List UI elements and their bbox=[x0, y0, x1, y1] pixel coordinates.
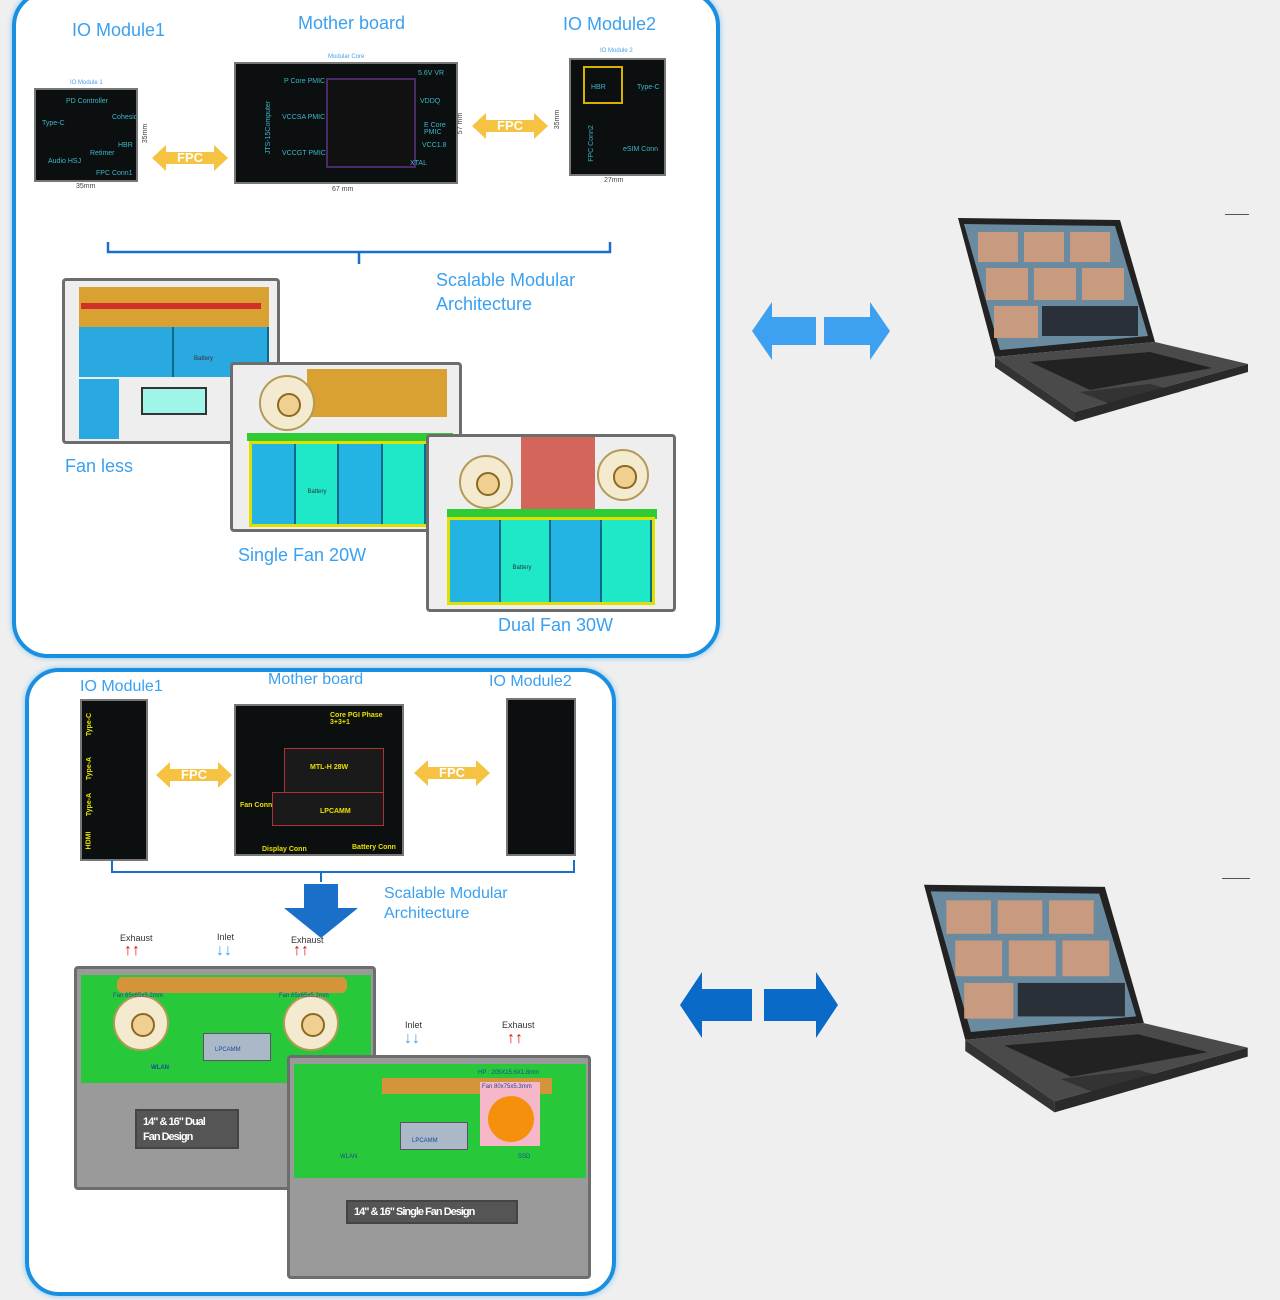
fanless-chassis: Battery bbox=[62, 278, 280, 444]
top-architecture-label: Architecture bbox=[436, 294, 533, 314]
single-fan-tag: 14" & 16" Single Fan Design bbox=[346, 1200, 518, 1224]
top-io-module2-label: IO Module2 bbox=[563, 14, 657, 34]
dash-bottom bbox=[1222, 878, 1250, 879]
bracket bbox=[106, 242, 612, 264]
top-io-module1-board: PD Controller Type-C Cohesic Audio HSJ R… bbox=[34, 88, 138, 182]
top-io-module2-board: HBR Type-C FPC Conn2 eSIM Conn bbox=[569, 58, 666, 176]
mb-height: 57 mm bbox=[457, 112, 465, 135]
io2-caption: IO Module 2 bbox=[600, 48, 633, 54]
io2-width: 27mm bbox=[604, 177, 624, 184]
inlet-arrows-1: ↓↓ bbox=[216, 942, 232, 959]
bottom-motherboard-board: Core PGI Phase 3+3+1 MTL-H 28W LPCAMM Di… bbox=[234, 704, 404, 856]
inlet-arrows-2: ↓↓ bbox=[404, 1030, 420, 1047]
exhaust-arrows-3: ↑↑ bbox=[507, 1030, 523, 1047]
dash-top bbox=[1225, 214, 1249, 215]
bottom-io-module1-board: Type-C Type-A Type-A HDMI bbox=[80, 699, 148, 861]
io1-width: 35mm bbox=[76, 183, 96, 190]
laptop-top bbox=[958, 218, 1248, 422]
inlet-label-1: Inlet bbox=[217, 932, 235, 942]
exhaust-label-2: Exhaust bbox=[291, 935, 324, 945]
bottom-io-module2-label: IO Module2 bbox=[489, 673, 572, 690]
dual-fan-chassis: Battery bbox=[426, 434, 676, 612]
top-fpc-arrow-left: FPC bbox=[152, 145, 228, 171]
top-io-module1-label: IO Module1 bbox=[72, 20, 166, 40]
dual-fan-label: Dual Fan 30W bbox=[498, 615, 614, 635]
bottom-fpc-arrow-right: FPC bbox=[414, 760, 490, 786]
double-arrow-bottom bbox=[680, 972, 838, 1038]
mb-width: 67 mm bbox=[332, 186, 354, 193]
io1-caption: IO Module 1 bbox=[70, 80, 103, 86]
fanless-label: Fan less bbox=[65, 456, 134, 476]
hbr-outline bbox=[583, 66, 623, 104]
single-fan-chassis: Battery bbox=[230, 362, 462, 532]
exhaust-arrows-1: ↑↑ bbox=[124, 942, 140, 959]
bottom-scalable-label: Scalable Modular bbox=[384, 885, 508, 902]
bottom-motherboard-label: Mother board bbox=[268, 671, 364, 688]
single-fan-label: Single Fan 20W bbox=[238, 545, 367, 565]
top-motherboard-label: Mother board bbox=[298, 13, 406, 33]
single-fan-design-chassis: HP : 205X15.6X1.8mm Fan 80x75x5.3mm LPCA… bbox=[287, 1055, 591, 1279]
bottom-io-module1-label: IO Module1 bbox=[80, 678, 163, 695]
exhaust-label-3: Exhaust bbox=[502, 1020, 535, 1030]
soc-chip bbox=[326, 78, 416, 168]
exhaust-label-1: Exhaust bbox=[120, 933, 153, 943]
bottom-architecture-label: Architecture bbox=[384, 905, 470, 922]
exhaust-arrows-2: ↑↑ bbox=[293, 942, 309, 959]
top-scalable-label: Scalable Modular bbox=[436, 270, 576, 290]
top-motherboard-board: P Core PMIC VCCSA PMIC VCCGT PMIC JTS-15… bbox=[234, 62, 458, 184]
laptop-bottom bbox=[923, 884, 1248, 1113]
bottom-io-module2-board bbox=[506, 698, 576, 856]
io2-height: 35mm bbox=[554, 109, 562, 130]
double-arrow-top bbox=[752, 302, 890, 360]
top-fpc-arrow-right: FPC bbox=[472, 113, 548, 139]
mb-caption: Modular Core bbox=[328, 54, 365, 60]
inlet-label-2: Inlet bbox=[405, 1020, 423, 1030]
bottom-fpc-arrow-left: FPC bbox=[156, 762, 232, 788]
io1-height: 35mm bbox=[142, 123, 150, 144]
bottom-bracket-arrow bbox=[111, 860, 575, 938]
